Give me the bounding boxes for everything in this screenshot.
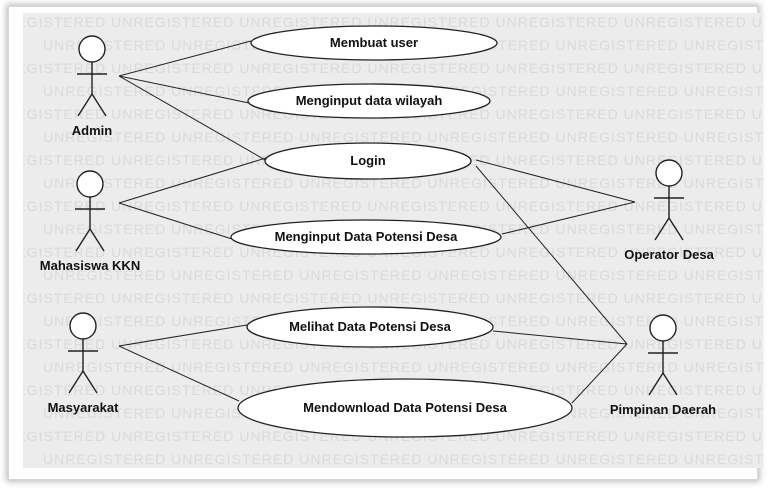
actor-admin: Admin (72, 35, 113, 138)
actor-right-leg (91, 93, 107, 117)
use-case-ellipse (230, 219, 502, 255)
association-line-masyarakat-mendownload_potensi (118, 345, 240, 402)
use-case-mendownload_potensi: Mendownload Data Potensi Desa (237, 378, 573, 438)
watermark-text: UNREGISTERED UNREGISTERED UNREGISTERED U… (23, 60, 763, 76)
use-case-menginput_potensi: Menginput Data Potensi Desa (230, 219, 502, 255)
use-case-diagram: UNREGISTERED UNREGISTERED UNREGISTERED U… (0, 14, 768, 467)
watermark-text: UNREGISTERED UNREGISTERED UNREGISTERED U… (23, 14, 763, 30)
association-line-admin-menginput_wilayah (118, 75, 250, 104)
actor-left-leg (648, 372, 664, 396)
association-line-masyarakat-melihat_potensi (118, 324, 248, 347)
watermark-text: UNREGISTERED UNREGISTERED UNREGISTERED U… (43, 129, 763, 145)
association-line-pimpinan-login (475, 165, 628, 345)
actor-label: Operator Desa (624, 247, 714, 262)
actor-pimpinan: Pimpinan Daerah (610, 314, 716, 417)
actor-left-leg (75, 228, 91, 252)
use-case-label: Menginput data wilayah (296, 93, 443, 108)
actor-left-leg (68, 370, 84, 394)
use-case-ellipse (237, 378, 573, 438)
associations (118, 40, 636, 404)
watermark-text: UNREGISTERED UNREGISTERED UNREGISTERED U… (23, 290, 763, 306)
use-case-label: Mendownload Data Potensi Desa (303, 400, 507, 415)
use-case-melihat_potensi: Melihat Data Potensi Desa (246, 306, 494, 348)
actor-right-leg (662, 372, 678, 396)
association-line-operator-login (475, 159, 636, 203)
actor-head (649, 314, 677, 342)
actor-head (655, 159, 683, 187)
association-line-mahasiswa-login (118, 156, 270, 204)
use-case-label: Melihat Data Potensi Desa (289, 319, 452, 334)
watermark-text: UNREGISTERED UNREGISTERED UNREGISTERED U… (43, 451, 763, 467)
actor-label: Pimpinan Daerah (610, 402, 716, 417)
actor-left-leg (654, 217, 670, 241)
use-case-menginput_wilayah: Menginput data wilayah (247, 83, 491, 119)
association-line-mahasiswa-menginput_potensi (118, 202, 233, 240)
actor-label: Admin (72, 123, 113, 138)
association-line-admin-membuat_user (118, 40, 252, 77)
actor-right-leg (668, 217, 684, 241)
use-case-membuat_user: Membuat user (250, 25, 498, 61)
association-line-operator-menginput_potensi (501, 201, 636, 235)
association-line-pimpinan-melihat_potensi (492, 330, 628, 345)
actor-head (78, 35, 106, 63)
association-line-admin-login (118, 75, 268, 162)
actor-label: Mahasiswa KKN (40, 258, 140, 273)
actor-label: Masyarakat (48, 400, 119, 415)
watermark-text: UNREGISTERED UNREGISTERED UNREGISTERED U… (23, 198, 763, 214)
use-case-ellipse (246, 306, 494, 348)
use-case-ellipse (264, 142, 472, 180)
use-case-label: Membuat user (330, 35, 418, 50)
actor-head (69, 312, 97, 340)
use-case-label: Login (350, 153, 385, 168)
use-case-ellipse (247, 83, 491, 119)
use-case-label: Menginput Data Potensi Desa (275, 229, 459, 244)
use-case-ellipse (250, 25, 498, 61)
actor-head (76, 170, 104, 198)
watermark-text: UNREGISTERED UNREGISTERED UNREGISTERED U… (43, 267, 763, 283)
diagram-canvas: UNREGISTERED UNREGISTERED UNREGISTERED U… (0, 13, 768, 468)
watermark-text: UNREGISTERED UNREGISTERED UNREGISTERED U… (43, 175, 763, 191)
association-line-pimpinan-mendownload_potensi (571, 343, 628, 404)
use-case-login: Login (264, 142, 472, 180)
actor-operator: Operator Desa (624, 159, 715, 262)
actor-masyarakat: Masyarakat (48, 312, 119, 415)
actor-right-leg (82, 370, 98, 394)
actor-right-leg (89, 228, 105, 252)
actor-mahasiswa: Mahasiswa KKN (40, 170, 140, 273)
watermark-text: UNREGISTERED UNREGISTERED UNREGISTERED U… (43, 359, 763, 375)
actor-left-leg (77, 93, 93, 117)
